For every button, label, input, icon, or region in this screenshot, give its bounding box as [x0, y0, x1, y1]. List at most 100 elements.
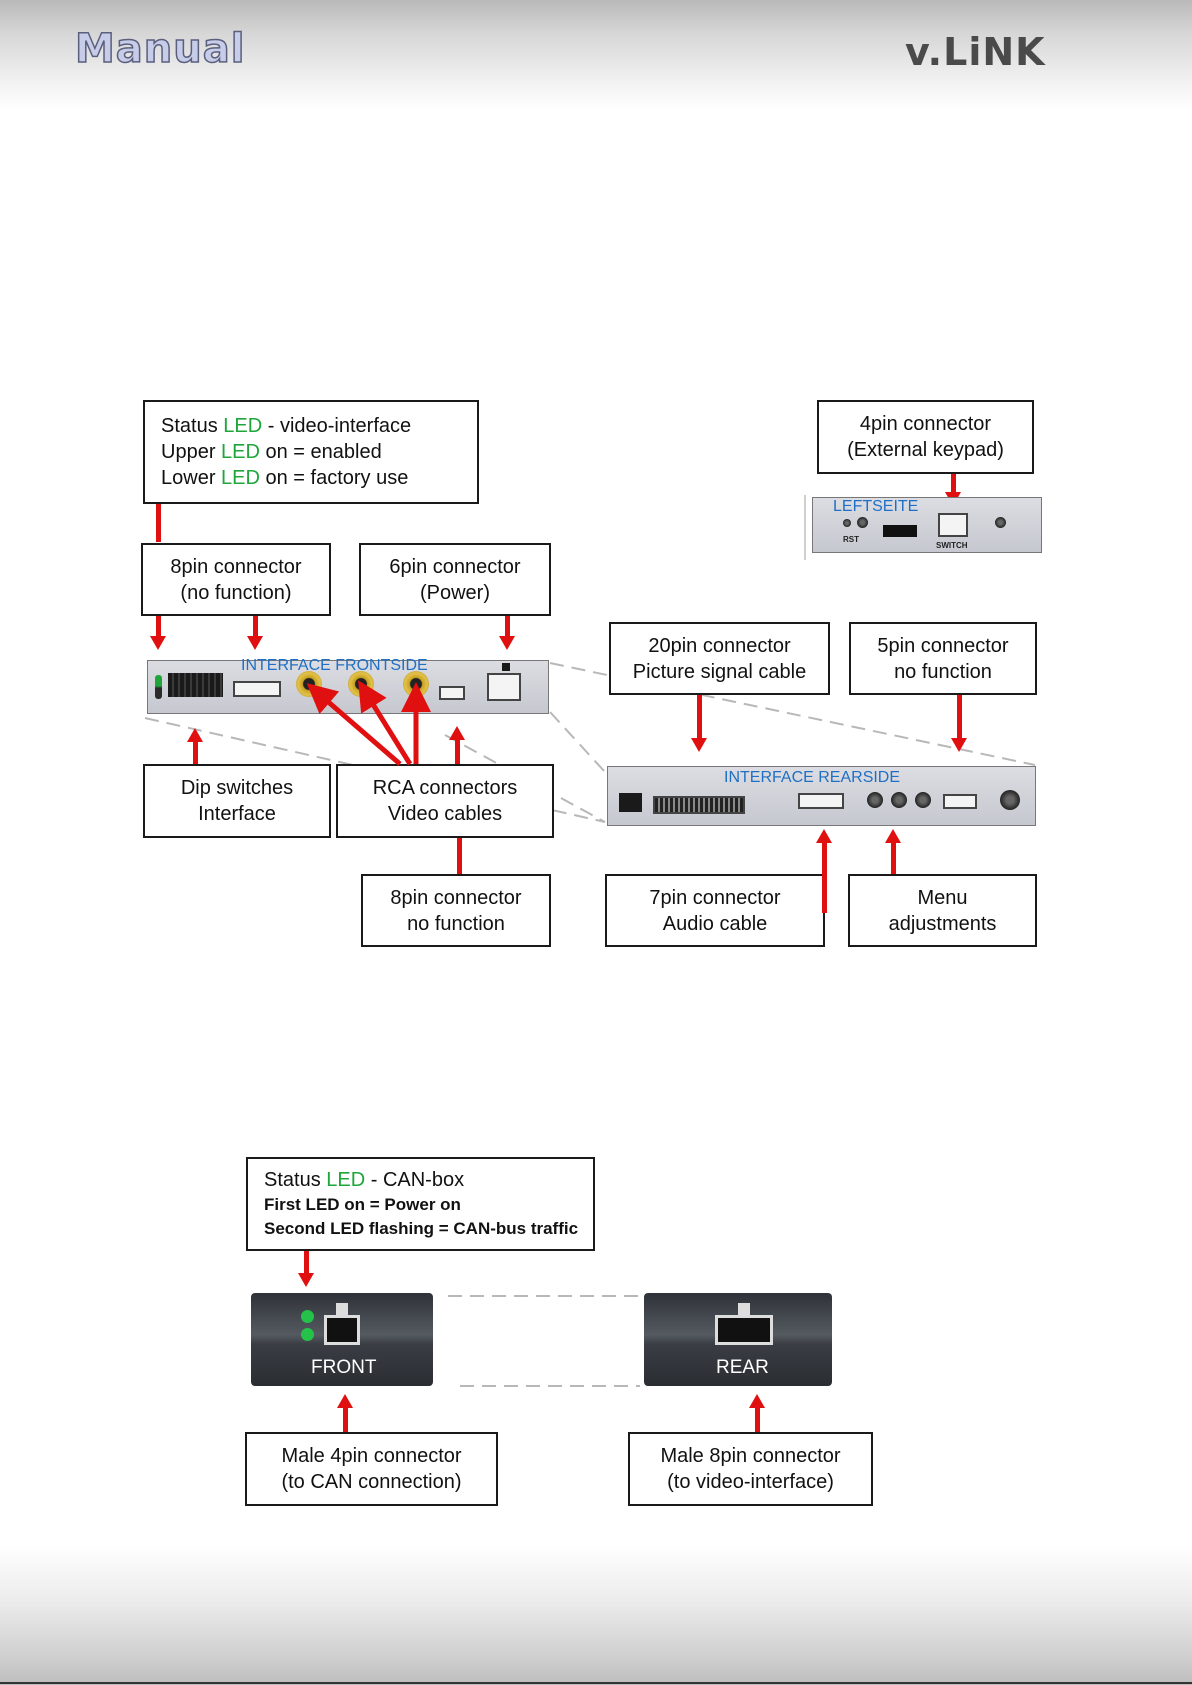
- footer-divider: [0, 1682, 1192, 1684]
- pin8-top-arrow-right: [247, 616, 263, 650]
- pin8-port-front: [233, 681, 281, 697]
- menu-line1: Menu: [917, 886, 968, 909]
- rca-connectors-callout: RCA connectors Video cables: [336, 764, 554, 838]
- pin7-line1: 7pin connector: [649, 886, 781, 909]
- pin6-power-port: [487, 673, 521, 701]
- can-front-label: FRONT: [311, 1357, 377, 1378]
- rca-line2: Video cables: [387, 803, 503, 825]
- switch-label: SWITCH: [936, 541, 968, 550]
- menu-line2: adjustments: [888, 912, 997, 935]
- pin20-arrow: [691, 695, 707, 752]
- male4-line1: Male 4pin connector: [281, 1445, 462, 1467]
- status-led-line2: Upper LED on = enabled: [161, 441, 382, 463]
- pin5-arrow: [951, 695, 967, 752]
- rear-latch: [738, 1303, 750, 1315]
- menu-button-2: [891, 792, 907, 808]
- dip-switch-block: [168, 673, 223, 697]
- reset-button: [843, 519, 851, 527]
- rear-screw-icon: [1000, 790, 1020, 810]
- pin8-bottom-line-marker: [457, 838, 462, 874]
- led-indicator-icon: [155, 675, 162, 699]
- dip-line2: Interface: [198, 803, 276, 825]
- usb-port: [883, 525, 917, 537]
- male-4pin-callout: Male 4pin connector (to CAN connection): [245, 1432, 498, 1506]
- rear-square-port: [619, 793, 642, 812]
- can-box-front: FRONT: [251, 1293, 433, 1386]
- page-footer: [0, 1545, 1192, 1685]
- pin20-port: [653, 796, 745, 814]
- menu-adjustments-callout: Menu adjustments: [848, 874, 1037, 947]
- male-8pin-port: [715, 1315, 773, 1345]
- pin8-top-line2: (no function): [180, 581, 292, 604]
- can-led-line1: Status LED - CAN-box: [264, 1169, 465, 1191]
- pin20-callout: 20pin connector Picture signal cable: [609, 622, 830, 695]
- pin8-bottom-line1: 8pin connector: [390, 886, 522, 909]
- pin8-small-arrow: [449, 726, 465, 764]
- pin5-line2: no function: [894, 660, 992, 683]
- vlink-logo: v.LiNK: [905, 30, 1046, 74]
- pin5-port: [943, 794, 977, 809]
- can-box-rear: REAR: [644, 1293, 832, 1386]
- interface-leftside-device: LEFTSEITE RST SWITCH: [812, 497, 1042, 553]
- leftside-label: LEFTSEITE: [833, 498, 919, 515]
- male4-arrow: [337, 1394, 353, 1432]
- can-led-arrow: [298, 1251, 314, 1287]
- status-led-can-callout: Status LED - CAN-box First LED on = Powe…: [246, 1157, 595, 1251]
- pin7-audio-port: [798, 793, 844, 809]
- can-led-1-icon: [301, 1310, 314, 1323]
- can-led-line2: First LED on = Power on: [264, 1195, 461, 1214]
- male-8pin-callout: Male 8pin connector (to video-interface): [628, 1432, 873, 1506]
- pin5-callout: 5pin connector no function: [849, 622, 1037, 695]
- pin20-line2: Picture signal cable: [632, 660, 807, 683]
- status-led-video-callout: Status LED - video-interface Upper LED o…: [143, 400, 479, 504]
- frontside-label: INTERFACE FRONTSIDE: [241, 657, 428, 674]
- manual-logo: Manual: [74, 25, 246, 73]
- pin6-arrow: [499, 616, 515, 650]
- pin6-line1: 6pin connector: [389, 555, 521, 578]
- male4-line2: (to CAN connection): [281, 1471, 462, 1493]
- rca-line1: RCA connectors: [372, 777, 518, 799]
- rearside-label: INTERFACE REARSIDE: [724, 769, 901, 786]
- dip-arrow: [187, 728, 203, 764]
- pin8-top-arrow-left: [150, 616, 166, 650]
- screw-icon-right: [995, 517, 1006, 528]
- pin8-top-line1: 8pin connector: [170, 555, 302, 578]
- keypad-callout-line1: 4pin connector: [859, 413, 992, 435]
- can-led-line3: Second LED flashing = CAN-bus traffic: [264, 1219, 579, 1238]
- pin6-power-callout: 6pin connector (Power): [359, 543, 551, 616]
- can-rear-label: REAR: [716, 1357, 769, 1378]
- pin6-line2: (Power): [419, 581, 490, 604]
- pin20-line1: 20pin connector: [648, 634, 791, 657]
- page-header: [0, 0, 1192, 110]
- status-led-line1: Status LED - video-interface: [161, 415, 412, 437]
- pin8-bottom-line2: no function: [407, 912, 505, 935]
- male8-arrow: [749, 1394, 765, 1432]
- keypad-connector-callout: 4pin connector (External keypad): [817, 400, 1034, 474]
- status-led-line-marker: [156, 504, 161, 542]
- pin8-port-small: [439, 686, 465, 700]
- pin7-audio-callout: 7pin connector Audio cable: [605, 874, 825, 947]
- dip-line1: Dip switches: [180, 777, 294, 799]
- rst-label: RST: [843, 535, 859, 544]
- menu-button-3: [915, 792, 931, 808]
- screw-icon: [857, 517, 868, 528]
- power-port-latch: [502, 663, 510, 671]
- menu-arrow: [885, 829, 901, 874]
- pin8-bottom-callout: 8pin connector no function: [361, 874, 551, 947]
- male-4pin-port: [324, 1315, 360, 1345]
- male8-line1: Male 8pin connector: [660, 1445, 841, 1467]
- menu-button-1: [867, 792, 883, 808]
- status-led-line3: Lower LED on = factory use: [161, 467, 409, 489]
- interface-rearside-device: INTERFACE REARSIDE: [607, 766, 1036, 826]
- pin5-line1: 5pin connector: [877, 634, 1009, 657]
- pin7-line2: Audio cable: [662, 912, 768, 935]
- front-latch: [336, 1303, 348, 1315]
- keypad-callout-line2: (External keypad): [847, 439, 1004, 461]
- pin7-arrow: [816, 829, 832, 913]
- male8-line2: (to video-interface): [667, 1471, 834, 1493]
- pin8-top-callout: 8pin connector (no function): [141, 543, 331, 616]
- keypad-4pin-port: [938, 513, 968, 537]
- dip-switches-callout: Dip switches Interface: [143, 764, 331, 838]
- can-led-2-icon: [301, 1328, 314, 1341]
